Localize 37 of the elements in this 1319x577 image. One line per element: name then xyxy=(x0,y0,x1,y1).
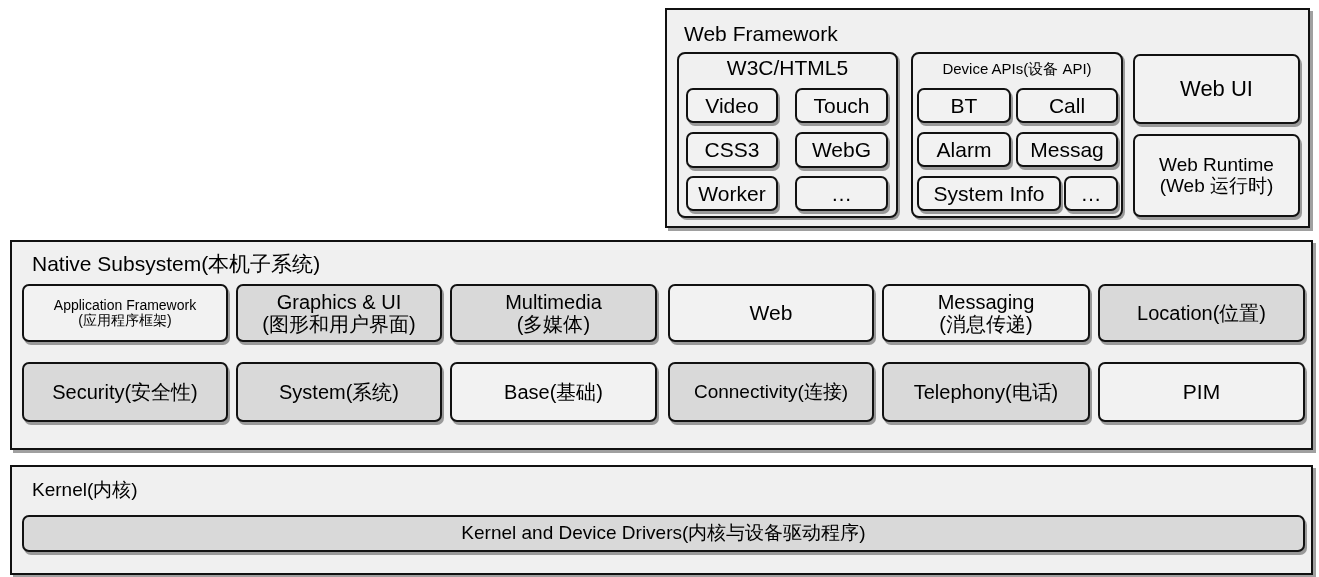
component-box: System Info xyxy=(917,176,1061,211)
group-box xyxy=(677,52,898,218)
component-box: Connectivity(连接) xyxy=(668,362,874,422)
component-box: WebG xyxy=(795,132,888,168)
component-box: Base(基础) xyxy=(450,362,657,422)
group-title: Native Subsystem(本机子系统) xyxy=(32,251,321,277)
component-box: Graphics & UI (图形和用户界面) xyxy=(236,284,442,342)
component-box: PIM xyxy=(1098,362,1305,422)
component-box: Web xyxy=(668,284,874,342)
layer-panel xyxy=(10,465,1313,575)
component-box: Alarm xyxy=(917,132,1011,167)
group-title: Web Framework xyxy=(684,22,838,46)
component-box: Video xyxy=(686,88,778,123)
component-box: Telephony(电话) xyxy=(882,362,1090,422)
component-box: … xyxy=(1064,176,1118,211)
component-box: Messag xyxy=(1016,132,1118,167)
component-box: Messaging (消息传递) xyxy=(882,284,1090,342)
component-box: Kernel and Device Drivers(内核与设备驱动程序) xyxy=(22,515,1305,552)
component-box: Touch xyxy=(795,88,888,123)
component-box: Web UI xyxy=(1133,54,1300,124)
component-box: … xyxy=(795,176,888,211)
group-box xyxy=(911,52,1123,218)
component-box: Call xyxy=(1016,88,1118,123)
framework-panel xyxy=(665,8,1310,228)
group-title: Device APIs(设备 API) xyxy=(941,60,1093,79)
component-box: BT xyxy=(917,88,1011,123)
group-title: Kernel(内核) xyxy=(32,478,138,502)
component-box: Application Framework (应用程序框架) xyxy=(22,284,228,342)
component-box: CSS3 xyxy=(686,132,778,168)
component-box: Worker xyxy=(686,176,778,211)
layer-panel xyxy=(10,240,1313,450)
group-title: W3C/HTML5 xyxy=(725,56,850,80)
component-box: Web Runtime (Web 运行时) xyxy=(1133,134,1300,217)
component-box: Multimedia (多媒体) xyxy=(450,284,657,342)
component-box: Security(安全性) xyxy=(22,362,228,422)
component-box: System(系统) xyxy=(236,362,442,422)
component-box: Location(位置) xyxy=(1098,284,1305,342)
